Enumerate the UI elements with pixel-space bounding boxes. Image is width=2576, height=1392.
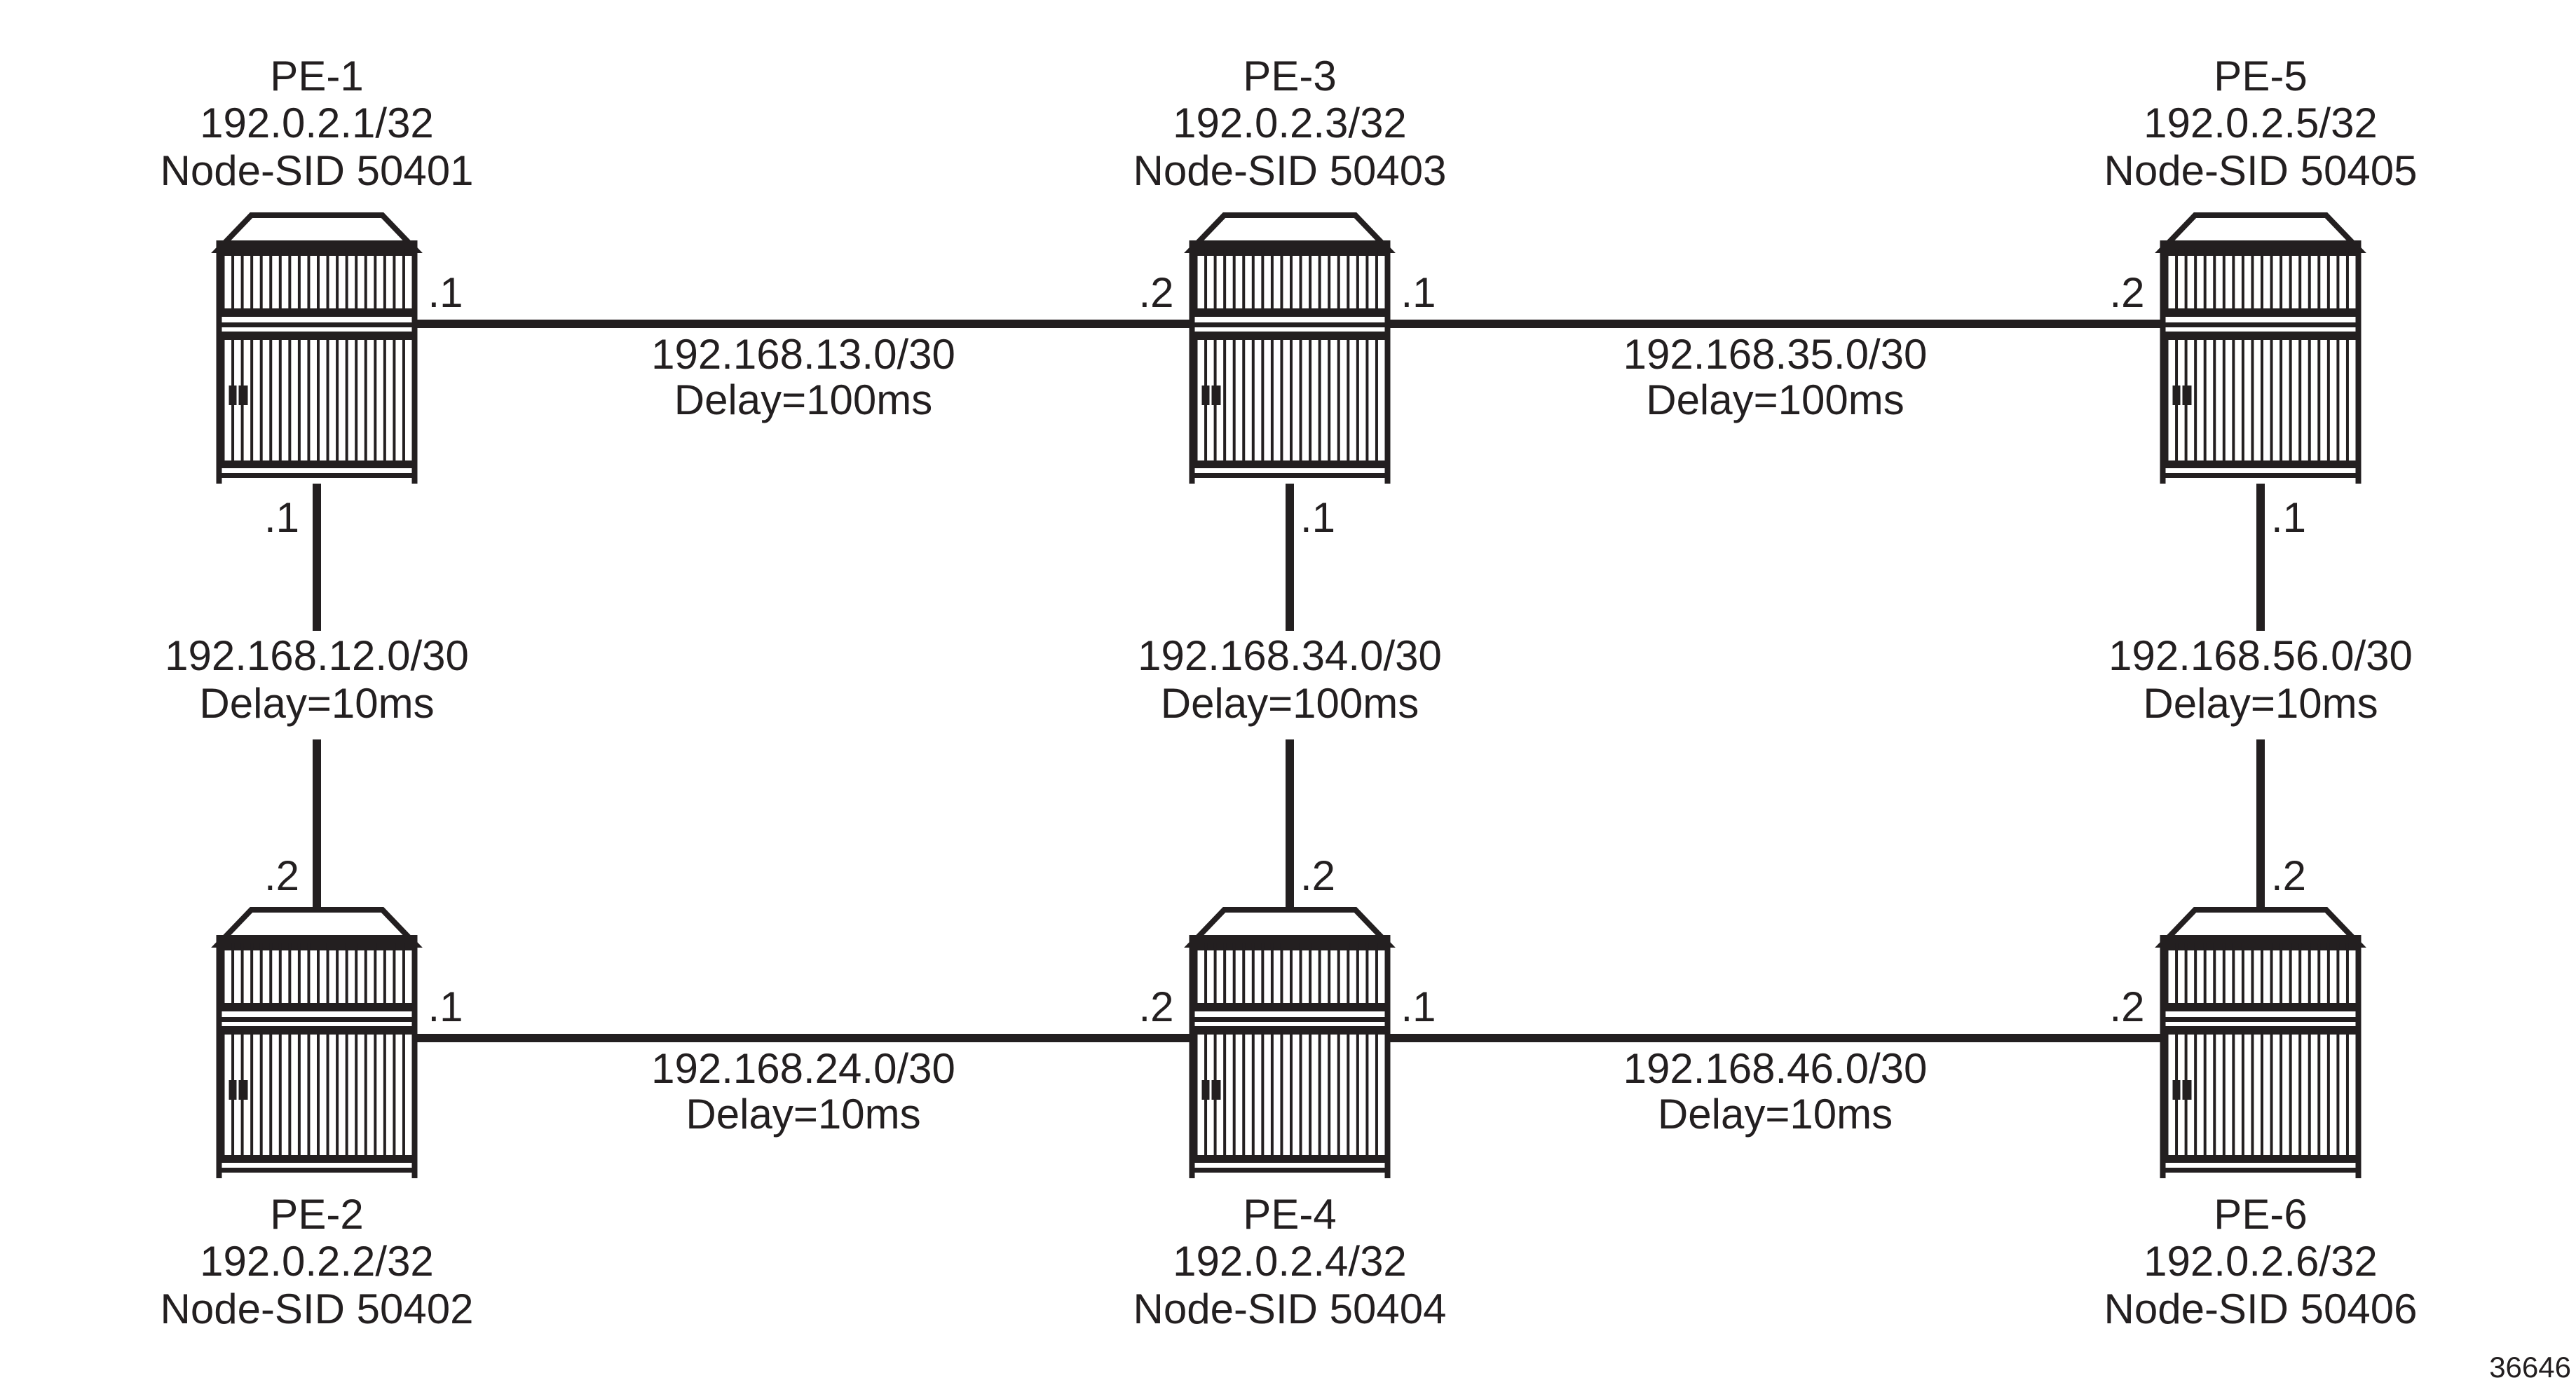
link-subnet: 192.168.35.0/30 xyxy=(1623,331,1928,378)
router-icon xyxy=(211,907,423,1178)
node-name: PE-3 xyxy=(1243,53,1336,100)
link-subnet: 192.168.24.0/30 xyxy=(651,1045,955,1092)
link-subnet: 192.168.13.0/30 xyxy=(651,331,955,378)
node-name: PE-2 xyxy=(270,1191,363,1238)
node-ip: 192.0.2.4/32 xyxy=(1173,1238,1407,1285)
interface-label: .2 xyxy=(2109,269,2144,316)
node-ip: 192.0.2.3/32 xyxy=(1173,100,1407,146)
link-delay: Delay=10ms xyxy=(199,680,434,727)
interface-label: .2 xyxy=(1138,983,1173,1030)
interface-label: .1 xyxy=(1401,269,1436,316)
router-icon xyxy=(1184,907,1396,1178)
interface-label: .1 xyxy=(264,494,299,541)
node-ip: 192.0.2.6/32 xyxy=(2144,1238,2378,1285)
link-delay: Delay=10ms xyxy=(686,1091,920,1138)
node-name: PE-5 xyxy=(2214,53,2307,100)
router-icon xyxy=(1184,212,1396,484)
node-name: PE-6 xyxy=(2214,1191,2307,1238)
node-sid: Node-SID 50403 xyxy=(1133,147,1447,194)
interface-label: .1 xyxy=(428,269,463,316)
node-sid: Node-SID 50406 xyxy=(2104,1285,2418,1332)
link-subnet: 192.168.34.0/30 xyxy=(1138,632,1442,679)
node-ip: 192.0.2.2/32 xyxy=(200,1238,434,1285)
interface-label: .2 xyxy=(2271,852,2306,899)
link-delay: Delay=100ms xyxy=(674,376,933,423)
interface-label: .1 xyxy=(428,983,463,1030)
interface-label: .2 xyxy=(1138,269,1173,316)
node-sid: Node-SID 50404 xyxy=(1133,1285,1447,1332)
router-icon xyxy=(2155,907,2366,1178)
figure-id: 36646 xyxy=(2489,1351,2571,1384)
link-subnet: 192.168.46.0/30 xyxy=(1623,1045,1928,1092)
interface-label: .1 xyxy=(2271,494,2306,541)
link-delay: Delay=10ms xyxy=(1658,1091,1893,1138)
interface-label: .1 xyxy=(1401,983,1436,1030)
link-delay: Delay=100ms xyxy=(1646,376,1904,423)
node-sid: Node-SID 50401 xyxy=(161,147,474,194)
node-name: PE-4 xyxy=(1243,1191,1336,1238)
link-subnet: 192.168.12.0/30 xyxy=(165,632,469,679)
router-icon xyxy=(2155,212,2366,484)
interface-label: .2 xyxy=(264,852,299,899)
link-delay: Delay=100ms xyxy=(1161,680,1419,727)
node-sid: Node-SID 50405 xyxy=(2104,147,2418,194)
interface-label: .2 xyxy=(2109,983,2144,1030)
link-subnet: 192.168.56.0/30 xyxy=(2108,632,2413,679)
node-ip: 192.0.2.5/32 xyxy=(2144,100,2378,146)
node-sid: Node-SID 50402 xyxy=(161,1285,474,1332)
router-icon xyxy=(211,212,423,484)
link-delay: Delay=10ms xyxy=(2143,680,2378,727)
interface-label: .1 xyxy=(1300,494,1335,541)
node-ip: 192.0.2.1/32 xyxy=(200,100,434,146)
interface-label: .2 xyxy=(1300,852,1335,899)
node-name: PE-1 xyxy=(270,53,363,100)
